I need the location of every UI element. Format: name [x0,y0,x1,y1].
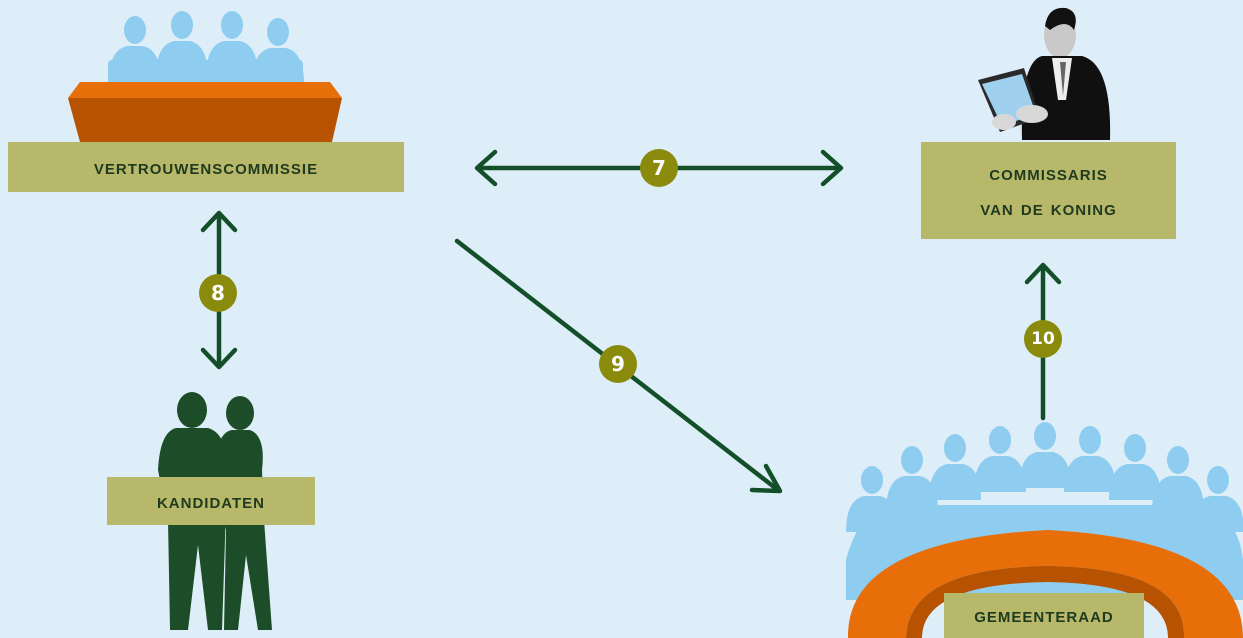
committee-illustration [68,11,342,142]
council-illustration [846,422,1243,638]
kandidaten-label: Kandidaten [107,477,315,525]
commissaris-label: Commissaris van de Koning [921,142,1176,239]
step-badge-10: 10 [1024,320,1062,358]
commissaris-line-1: Commissaris [989,160,1108,186]
step-badge-7: 7 [640,149,678,187]
step-badge-8: 8 [199,274,237,312]
commissaris-line-2: van de Koning [980,194,1117,220]
step-badge-9: 9 [599,345,637,383]
commissioner-illustration [978,7,1111,140]
gemeenteraad-label: Gemeenteraad [944,593,1144,638]
vertrouwenscommissie-label: Vertrouwenscommissie [8,142,404,192]
